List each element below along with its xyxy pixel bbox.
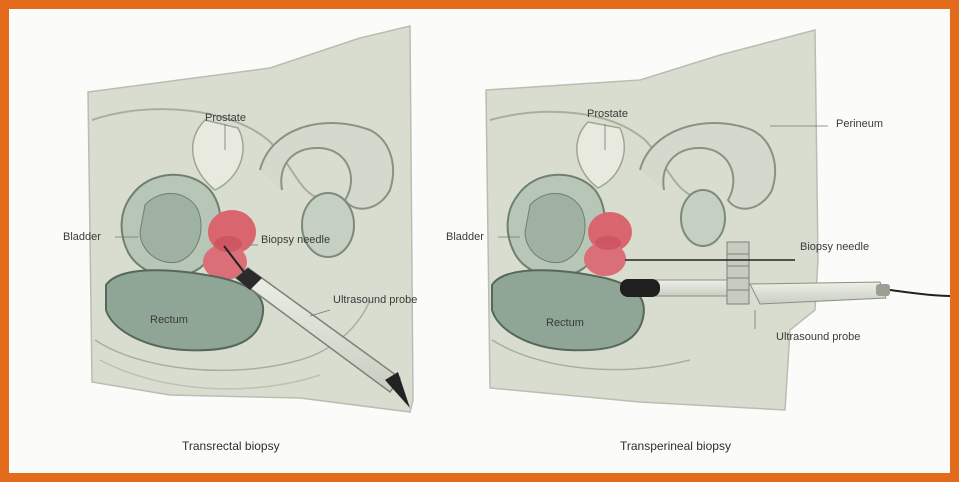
label-prostate: Prostate — [205, 112, 246, 124]
label-ultrasound-probe: Ultrasound probe — [776, 331, 860, 343]
label-bladder: Bladder — [446, 231, 484, 243]
label-perineum: Perineum — [836, 118, 883, 130]
label-prostate: Prostate — [587, 108, 628, 120]
needle-template-grid — [727, 242, 749, 304]
transperineal-panel: Prostate Perineum Bladder Biopsy needle … — [446, 30, 950, 453]
label-bladder: Bladder — [63, 231, 101, 243]
caption-transperineal: Transperineal biopsy — [620, 439, 731, 453]
transrectal-panel: Prostate Bladder Biopsy needle Ultrasoun… — [63, 26, 417, 453]
label-biopsy-needle: Biopsy needle — [261, 234, 330, 246]
caption-transrectal: Transrectal biopsy — [182, 439, 280, 453]
label-ultrasound-probe: Ultrasound probe — [333, 294, 417, 306]
label-rectum: Rectum — [546, 317, 584, 329]
label-biopsy-needle: Biopsy needle — [800, 241, 869, 253]
ultrasound-probe-transperineal — [620, 279, 738, 297]
label-rectum: Rectum — [150, 314, 188, 326]
stepper-handle — [750, 282, 950, 304]
